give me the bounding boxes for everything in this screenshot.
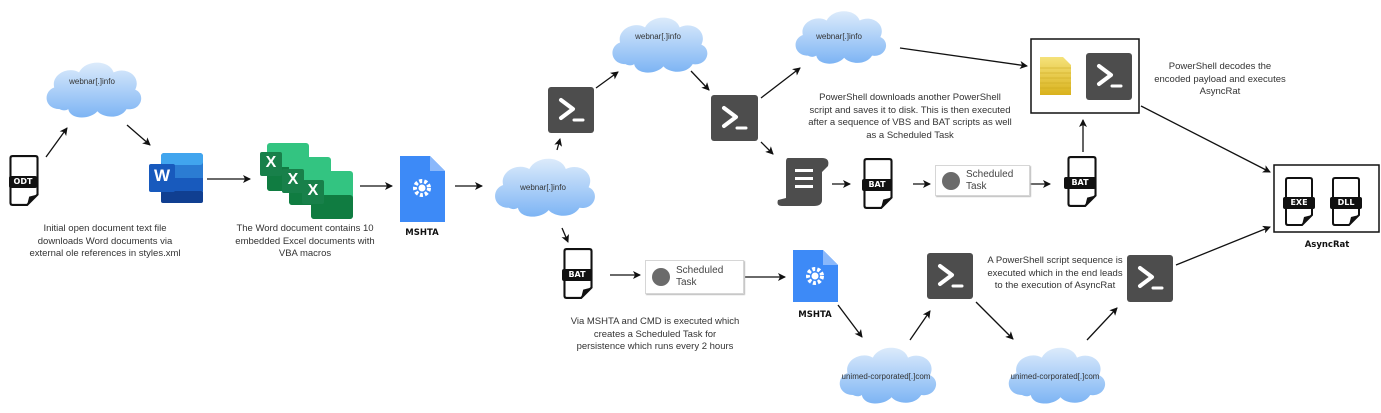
decoder-box [1030,38,1140,114]
mshta-icon-2 [793,250,838,302]
caption-line: to the execution of AsyncRat [994,280,1116,291]
dll-badge: DLL [1330,197,1362,209]
caption-line: The Word document contains 10 [236,223,374,234]
cloud-label-1: webnar[.]info [69,77,115,86]
cloud-label-3: webnar[.]info [816,32,862,41]
caption-decode: PowerShell decodes the encoded payload a… [1150,61,1290,99]
caption-line: after a sequence of VBS and BAT scripts … [808,117,1012,128]
exe-badge: EXE [1283,197,1315,209]
powershell-icon-3 [927,253,973,299]
caption-line: A PowerShell script sequence is [987,255,1123,266]
cloud-label-5: unimed-corporated[.]com [841,372,931,381]
asyncrat-label: AsyncRat [1304,240,1350,250]
caption-mshta-cmd: Via MSHTA and CMD is executed which crea… [560,316,750,354]
caption-line: persistence which runs every 2 hours [576,341,734,352]
caption-line: as a Scheduled Task [866,129,954,141]
cloud-webnar-2 [612,17,708,73]
scheduled-task-line2: Task [676,277,697,288]
scheduled-task-line2: Task [966,181,987,192]
script-scroll-icon [777,158,829,206]
caption-line: AsyncRat [1199,86,1241,97]
mshta-icon-1 [400,156,445,222]
caption-powershell-download: PowerShell downloads another PowerShell … [790,92,1030,142]
excel-letter-1: X [265,154,277,171]
word-icon [149,153,203,203]
caption-line: script and saves it to disk. This is the… [809,104,1011,116]
excel-icons [260,143,353,219]
scheduled-task-line1: Scheduled [676,265,724,276]
word-letter: W [153,166,171,185]
text-note-icon [1040,57,1071,95]
clock-icon [942,172,960,190]
clock-icon [652,268,670,286]
scheduled-task-line1: Scheduled [966,169,1014,180]
caption-line: PowerShell decodes the [1168,61,1272,72]
bat-badge-3: BAT [1064,177,1096,189]
asyncrat-box [1273,164,1380,233]
caption-line: VBA macros [278,248,332,259]
caption-line: creates a Scheduled Task for [593,328,717,340]
powershell-icon-4 [1127,255,1173,302]
caption-ps-sequence: A PowerShell script sequence is executed… [980,255,1130,293]
powershell-icon-decoder [1086,53,1132,100]
caption-word: The Word document contains 10 embedded E… [225,223,385,261]
caption-line: external ole references in styles.xml [29,248,181,259]
mshta-label-2: MSHTA [798,310,832,320]
cloud-label-6: unimed-corporated[.]com [1010,372,1100,381]
caption-line: downloads Word documents via [37,235,173,247]
caption-line: encoded payload and executes [1154,73,1286,85]
cloud-webnar-1 [46,62,142,118]
caption-odt: Initial open document text file download… [10,223,200,261]
powershell-icon-1 [548,87,594,133]
mshta-label-1: MSHTA [405,228,439,238]
excel-letter-3: X [307,182,319,199]
excel-letter-2: X [287,171,299,188]
odt-badge: ODT [9,176,37,188]
caption-line: Initial open document text file [43,223,167,234]
bat-badge-2: BAT [562,269,592,281]
caption-line: PowerShell downloads another PowerShell [819,92,1001,103]
powershell-icon-2 [711,95,758,141]
caption-line: Via MSHTA and CMD is executed which [570,316,740,327]
bat-badge-1: BAT [862,179,892,191]
cloud-label-4: webnar[.]info [520,183,566,192]
flow-arrows [45,47,1271,341]
caption-line: embedded Excel documents with [235,235,375,247]
caption-line: executed which in the end leads [987,267,1123,279]
cloud-label-2: webnar[.]info [635,32,681,41]
